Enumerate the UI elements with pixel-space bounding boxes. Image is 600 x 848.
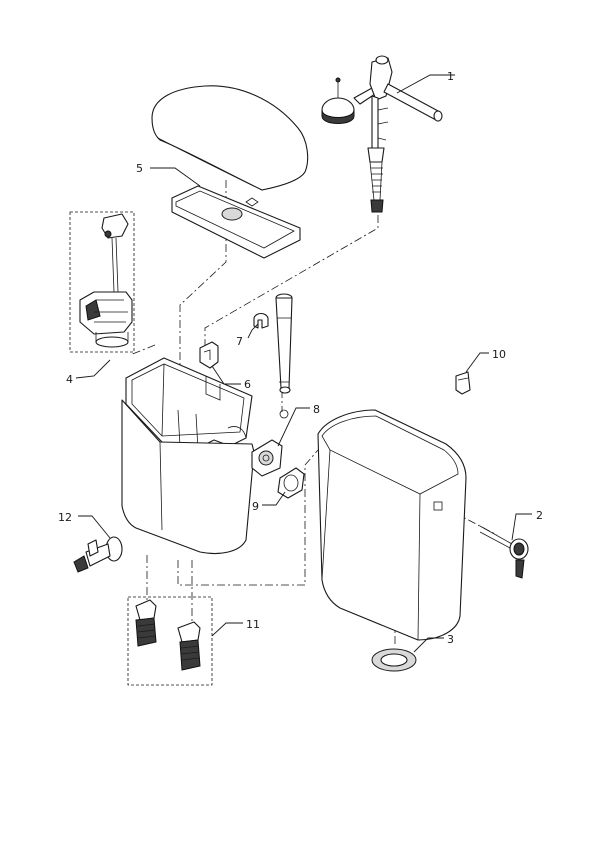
callout-5: 5 — [136, 162, 143, 175]
callout-6: 6 — [244, 378, 251, 391]
part-11-brackets — [127, 596, 213, 686]
leader-lines — [75, 74, 532, 653]
callout-1: 1 — [447, 70, 454, 83]
part-4-flush-valve — [69, 211, 135, 353]
callout-12: 12 — [58, 511, 72, 524]
part-5-insert-plate — [171, 185, 301, 259]
part-1-fill-valve — [321, 55, 443, 213]
part-6-hook — [199, 341, 219, 369]
callout-7: 7 — [236, 335, 243, 348]
part-3-seal — [371, 648, 417, 672]
part-9-gasket — [277, 467, 305, 499]
part-10-connector — [455, 371, 471, 395]
part-8-mounting-plate — [251, 439, 283, 477]
callout-8: 8 — [313, 403, 320, 416]
callout-2: 2 — [536, 509, 543, 522]
part-12-stop-valve — [73, 536, 123, 573]
part-5-lid — [151, 85, 309, 191]
callout-10: 10 — [492, 348, 506, 361]
callout-3: 3 — [447, 633, 454, 646]
callout-11: 11 — [246, 618, 260, 631]
cistern-right — [317, 409, 467, 641]
part-2-push-button — [479, 525, 529, 579]
callout-labels: 1 2 3 4 5 6 7 8 9 10 11 12 — [58, 70, 543, 646]
overflow-tube — [275, 293, 293, 419]
cistern-shell-left — [121, 399, 255, 555]
callout-4: 4 — [66, 373, 73, 386]
callout-9: 9 — [252, 500, 259, 513]
